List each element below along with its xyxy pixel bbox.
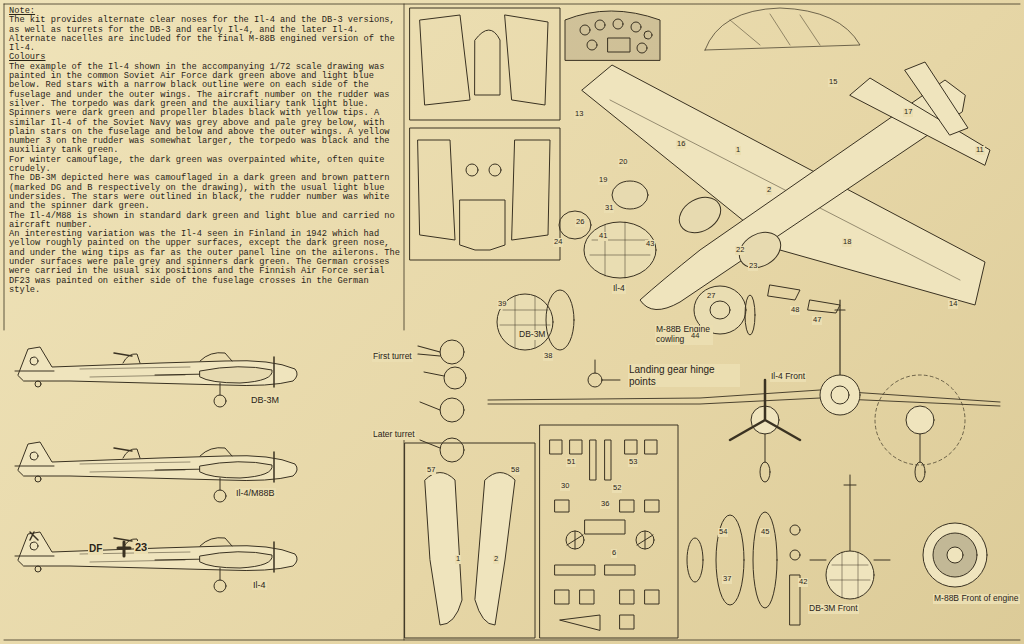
callout-number: 1	[735, 146, 741, 155]
part-label: Il-4 Front	[770, 372, 806, 382]
callout-number: 57	[426, 466, 436, 475]
callout-number: 44	[690, 332, 700, 341]
callout-number: 22	[735, 246, 745, 255]
note-paragraph: The DB-3M depicted here was camouflaged …	[9, 174, 402, 211]
callout-number: 52	[612, 484, 622, 493]
callout-number: 16	[676, 140, 686, 149]
callout-number: 1	[455, 555, 461, 564]
callout-number: 36	[600, 500, 610, 509]
callout-number: 26	[575, 218, 585, 227]
callout-number: 24	[553, 238, 563, 247]
part-label: First turret	[372, 352, 413, 362]
callout-number: 58	[510, 466, 520, 475]
part-label: DB-3M Front	[808, 604, 859, 614]
part-label: M-88B Front of engine	[933, 594, 1020, 604]
callout-number: 39	[497, 300, 507, 309]
part-label: Il-4	[252, 580, 267, 590]
callout-number: 2	[766, 186, 772, 195]
part-label: Il-4/M88B	[235, 488, 276, 498]
callout-number: 45	[760, 528, 770, 537]
callout-number: 23	[748, 262, 758, 271]
callout-number: 19	[598, 176, 608, 185]
callout-number: 31	[604, 204, 614, 213]
callout-number: 53	[628, 458, 638, 467]
callout-number: 17	[903, 108, 913, 117]
note-paragraph: The example of the Il-4 shown in the acc…	[9, 63, 402, 156]
part-label: 23	[134, 541, 148, 554]
note-paragraph: An interesting variation was the Il-4 se…	[9, 230, 402, 295]
callout-number: 51	[566, 458, 576, 467]
section-heading: Note:	[9, 7, 402, 16]
part-label: Il-4	[612, 284, 626, 294]
callout-number: 6	[611, 549, 617, 558]
callout-number: 14	[948, 300, 958, 309]
callout-number: 13	[574, 110, 584, 119]
part-label: DB-3M	[518, 330, 546, 340]
callout-number: 15	[828, 78, 838, 87]
note-paragraph: The kit provides alternate clear noses f…	[9, 16, 402, 53]
note-paragraph: The Il-4/M88 is shown in standard dark g…	[9, 212, 402, 231]
callout-number: 20	[618, 158, 628, 167]
section-heading: Colours	[9, 53, 402, 62]
callout-number: 48	[790, 306, 800, 315]
callout-number: 54	[718, 528, 728, 537]
callout-number: 38	[543, 352, 553, 361]
callout-number: 11	[975, 146, 985, 155]
callout-number: 27	[706, 292, 716, 301]
part-label: Landing gear hinge points	[628, 364, 740, 387]
callout-number: 18	[842, 238, 852, 247]
callout-number: 42	[798, 578, 808, 587]
callout-number: 47	[812, 316, 822, 325]
note-paragraph: For winter camouflage, the dark green wa…	[9, 156, 402, 175]
part-label: Later turret	[372, 430, 416, 440]
part-label: DF	[88, 543, 103, 555]
callout-number: 37	[722, 575, 732, 584]
callout-number: 43	[645, 240, 655, 249]
callout-number: 2	[493, 555, 499, 564]
part-label: M-88B Engine cowling	[655, 325, 713, 345]
part-label: DB-3M	[250, 395, 280, 405]
callout-number: 30	[560, 482, 570, 491]
text-column: Note:The kit provides alternate clear no…	[9, 7, 402, 295]
callout-number: 41	[598, 232, 608, 241]
